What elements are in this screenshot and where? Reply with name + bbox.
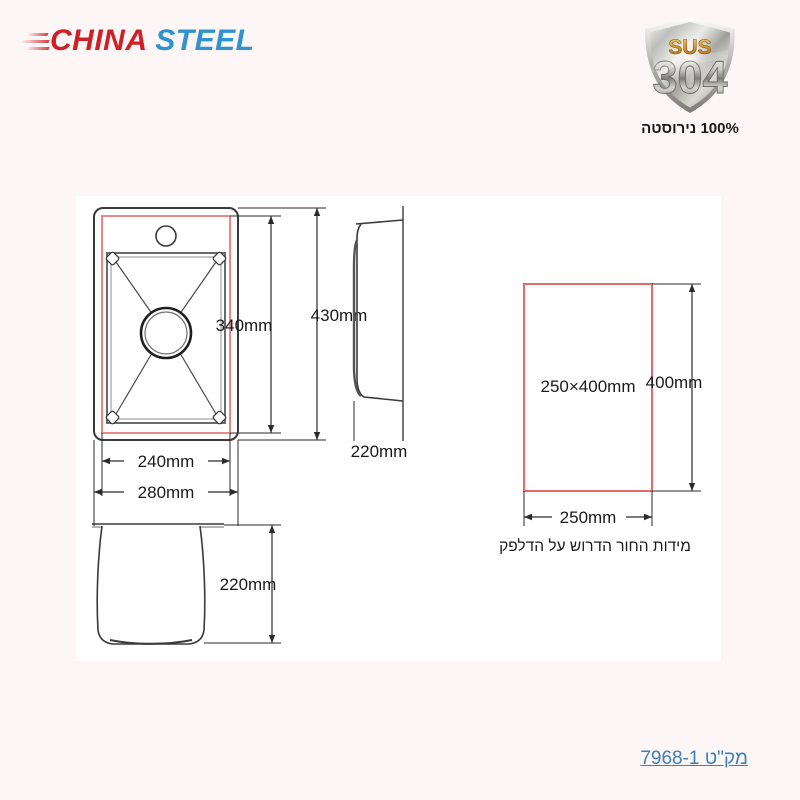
certification-caption: 100% נירוסטה: [641, 120, 739, 137]
side-view-diagram: [352, 206, 404, 444]
dimension-inner-width: 240mm: [138, 452, 195, 471]
dimension-section-height: 220mm: [220, 575, 277, 594]
shield-icon: SUS 304: [638, 14, 742, 118]
cutout-view-diagram: 250×400mm: [523, 283, 653, 492]
svg-text:304: 304: [652, 52, 727, 103]
brand-logo: CHINA STEEL: [21, 18, 282, 64]
cutout-caption: מידות החור הדרוש על הדלפק: [499, 538, 691, 555]
cutout-height-dimension: 400mm: [646, 373, 703, 392]
logo-text-steel: STEEL: [155, 24, 255, 57]
sku-link[interactable]: מק"ט 7968-1: [640, 748, 748, 769]
logo-speed-lines-icon: [21, 32, 52, 54]
cutout-center-label: 250×400mm: [541, 377, 636, 396]
svg-text:SUS: SUS: [668, 36, 711, 59]
dimension-outer-width: 280mm: [138, 483, 195, 502]
front-section-dimensions: 220mm: [204, 524, 281, 644]
dimension-side-depth: 220mm: [351, 442, 408, 461]
certification-badge: SUS 304 100% נירוסטה: [630, 14, 750, 137]
dimension-inner-height: 340mm: [216, 316, 273, 335]
side-view-dimensions: 220mm: [342, 401, 416, 461]
cutout-width-dimension: 250mm: [560, 508, 617, 527]
front-section-view-diagram: [92, 523, 224, 645]
dimension-outer-height: 430mm: [311, 306, 368, 325]
logo-text-china: CHINA: [50, 24, 147, 57]
top-view-diagram: [93, 207, 239, 441]
cutout-view-dimensions: 400mm 250mm: [523, 283, 703, 527]
technical-drawing-canvas: 340mm 430mm 240mm 280mm: [76, 196, 721, 661]
top-view-dimensions: 340mm 430mm 240mm 280mm: [93, 207, 368, 526]
